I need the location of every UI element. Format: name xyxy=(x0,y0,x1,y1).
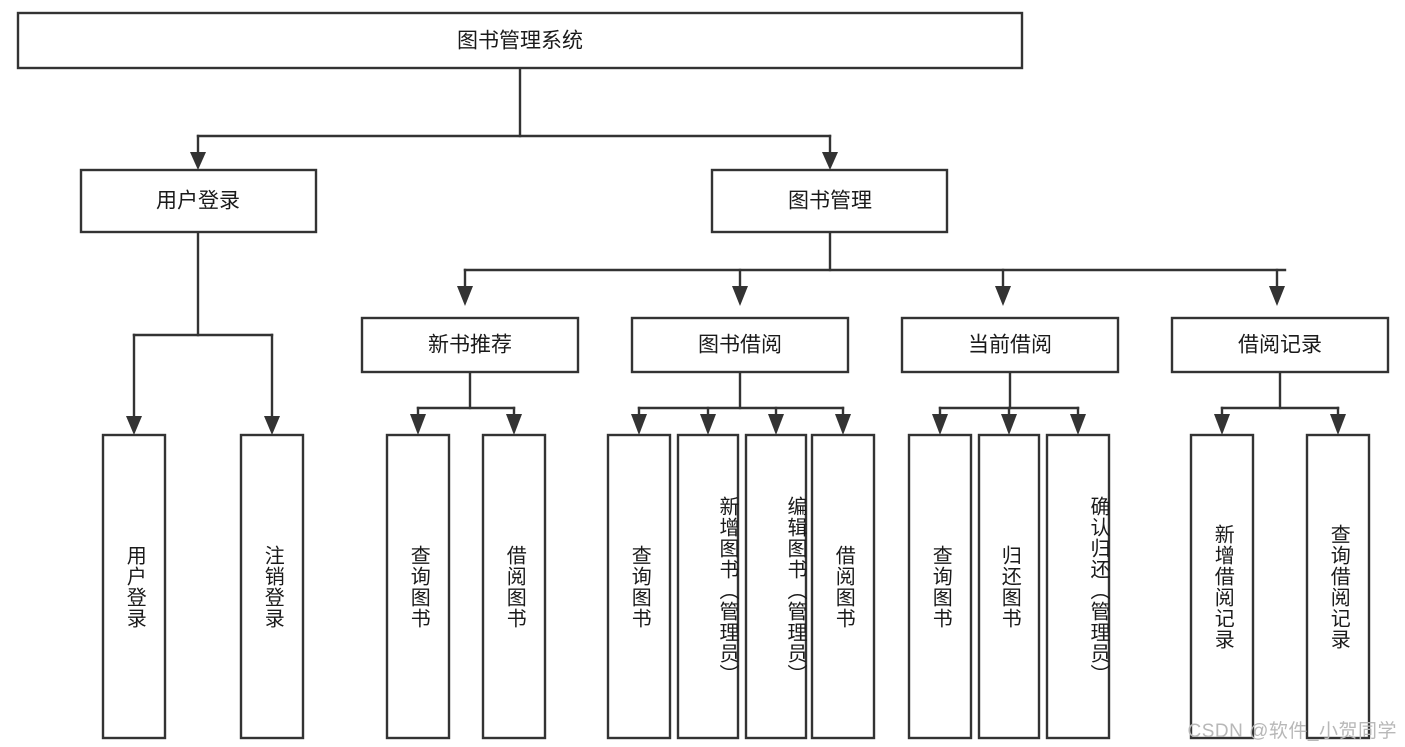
arrow-bb-leaf-2 xyxy=(700,414,716,435)
node-borrow-record-label: 借阅记录 xyxy=(1238,334,1322,357)
node-group: 图书管理系统 用户登录 图书管理 新书推荐 图书借阅 当前借阅 借阅记录 xyxy=(16,11,1390,740)
node-book-manage-label: 图书管理 xyxy=(788,190,872,213)
arrow-bm-to-new-book-recommend xyxy=(457,286,473,306)
node-book-borrow-label: 图书借阅 xyxy=(698,334,782,357)
node-leaf-logout[interactable] xyxy=(239,433,305,740)
edge-group xyxy=(126,66,1346,435)
arrow-br-leaf-1 xyxy=(1214,414,1230,435)
node-leaf-edit-book-admin[interactable] xyxy=(744,433,808,740)
arrow-cb-leaf-2 xyxy=(1001,414,1017,435)
node-leaf-query-borrow-record[interactable] xyxy=(1305,433,1371,740)
arrow-br-leaf-2 xyxy=(1330,414,1346,435)
node-leaf-confirm-return-admin[interactable] xyxy=(1045,433,1111,740)
arrow-bb-leaf-3 xyxy=(768,414,784,435)
arrow-cb-leaf-1 xyxy=(932,414,948,435)
node-leaf-add-book-admin[interactable] xyxy=(676,433,740,740)
node-leaf-user-login[interactable] xyxy=(101,433,167,740)
arrow-bb-leaf-4 xyxy=(835,414,851,435)
arrow-cb-leaf-3 xyxy=(1070,414,1086,435)
node-leaf-query-book-current[interactable] xyxy=(907,433,973,740)
node-leaf-query-book-borrow[interactable] xyxy=(606,433,672,740)
node-new-book-recommend[interactable] xyxy=(360,316,580,374)
node-user-login-label: 用户登录 xyxy=(156,190,240,213)
node-user-login[interactable] xyxy=(79,168,318,234)
arrow-user-login-leaf-1 xyxy=(126,416,142,435)
node-leaf-query-book-rec[interactable] xyxy=(385,433,451,740)
arrow-new-book-leaf-1 xyxy=(410,414,426,435)
node-current-borrow-label: 当前借阅 xyxy=(968,334,1052,357)
arrow-bb-leaf-1 xyxy=(631,414,647,435)
watermark-text: CSDN @软件_小贺同学 xyxy=(1187,721,1397,742)
arrow-root-to-book-manage xyxy=(822,152,838,170)
node-leaf-borrow-book-rec[interactable] xyxy=(481,433,547,740)
node-book-borrow[interactable] xyxy=(630,316,850,374)
node-current-borrow[interactable] xyxy=(900,316,1120,374)
arrow-root-to-user-login xyxy=(190,152,206,170)
node-borrow-record[interactable] xyxy=(1170,316,1390,374)
node-root-label: 图书管理系统 xyxy=(457,30,583,53)
arrow-bm-to-borrow-record xyxy=(1269,286,1285,306)
node-leaf-borrow-book[interactable] xyxy=(810,433,876,740)
arrow-bm-to-book-borrow xyxy=(732,286,748,306)
arrow-user-login-leaf-2 xyxy=(264,416,280,435)
node-leaf-return-book[interactable] xyxy=(977,433,1041,740)
node-new-book-recommend-label: 新书推荐 xyxy=(428,334,512,357)
arrow-bm-to-current-borrow xyxy=(995,286,1011,306)
node-leaf-add-borrow-record[interactable] xyxy=(1189,433,1255,740)
arrow-new-book-leaf-2 xyxy=(506,414,522,435)
node-book-manage[interactable] xyxy=(710,168,949,234)
node-root[interactable] xyxy=(16,11,1024,70)
